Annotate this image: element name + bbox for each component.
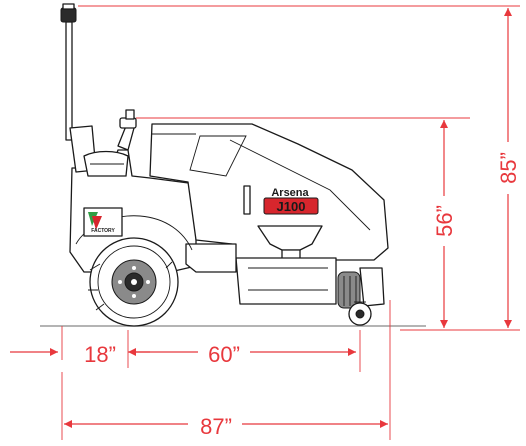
axle-cover bbox=[185, 243, 237, 273]
body-height-value: 56” bbox=[432, 205, 457, 237]
dimension-annotations: 18” 60” 87” 56” bbox=[10, 5, 521, 440]
lower-housing bbox=[235, 257, 337, 305]
operator-seat bbox=[69, 125, 129, 177]
wheelbase-value: 60” bbox=[208, 342, 240, 367]
overall-length-value: 87” bbox=[200, 414, 232, 439]
wheelbase-dimension: 60” bbox=[136, 342, 356, 367]
hopper-hinge bbox=[243, 185, 251, 215]
model-badge: Arsena J100 bbox=[263, 187, 319, 215]
hopper-body bbox=[149, 123, 389, 261]
hopper-seam bbox=[229, 139, 371, 231]
sweeper-machine: FACTORY Arsena J100 bbox=[40, 3, 426, 327]
overall-height-dimension: 85” bbox=[496, 8, 521, 328]
overall-length-dimension: 87” bbox=[64, 414, 388, 439]
front-overhang-dimension: 18” bbox=[10, 342, 150, 367]
hopper-panel bbox=[189, 135, 247, 177]
factory-decal: FACTORY bbox=[83, 207, 123, 237]
castor-wheel bbox=[348, 301, 372, 326]
beacon-mast bbox=[60, 3, 77, 141]
steering-column bbox=[117, 109, 137, 151]
rear-bumper bbox=[359, 267, 385, 307]
model-badge-plate bbox=[263, 197, 319, 215]
model-label: J100 bbox=[277, 199, 306, 214]
brush-roller bbox=[337, 271, 361, 309]
decal-label: FACTORY bbox=[91, 228, 115, 234]
front-overhang-value: 18” bbox=[84, 342, 116, 367]
body-height-dimension: 56” bbox=[432, 120, 457, 328]
overall-height-value: 85” bbox=[496, 152, 521, 184]
drive-wheel bbox=[88, 237, 179, 327]
brand-label: Arsena bbox=[271, 187, 309, 199]
